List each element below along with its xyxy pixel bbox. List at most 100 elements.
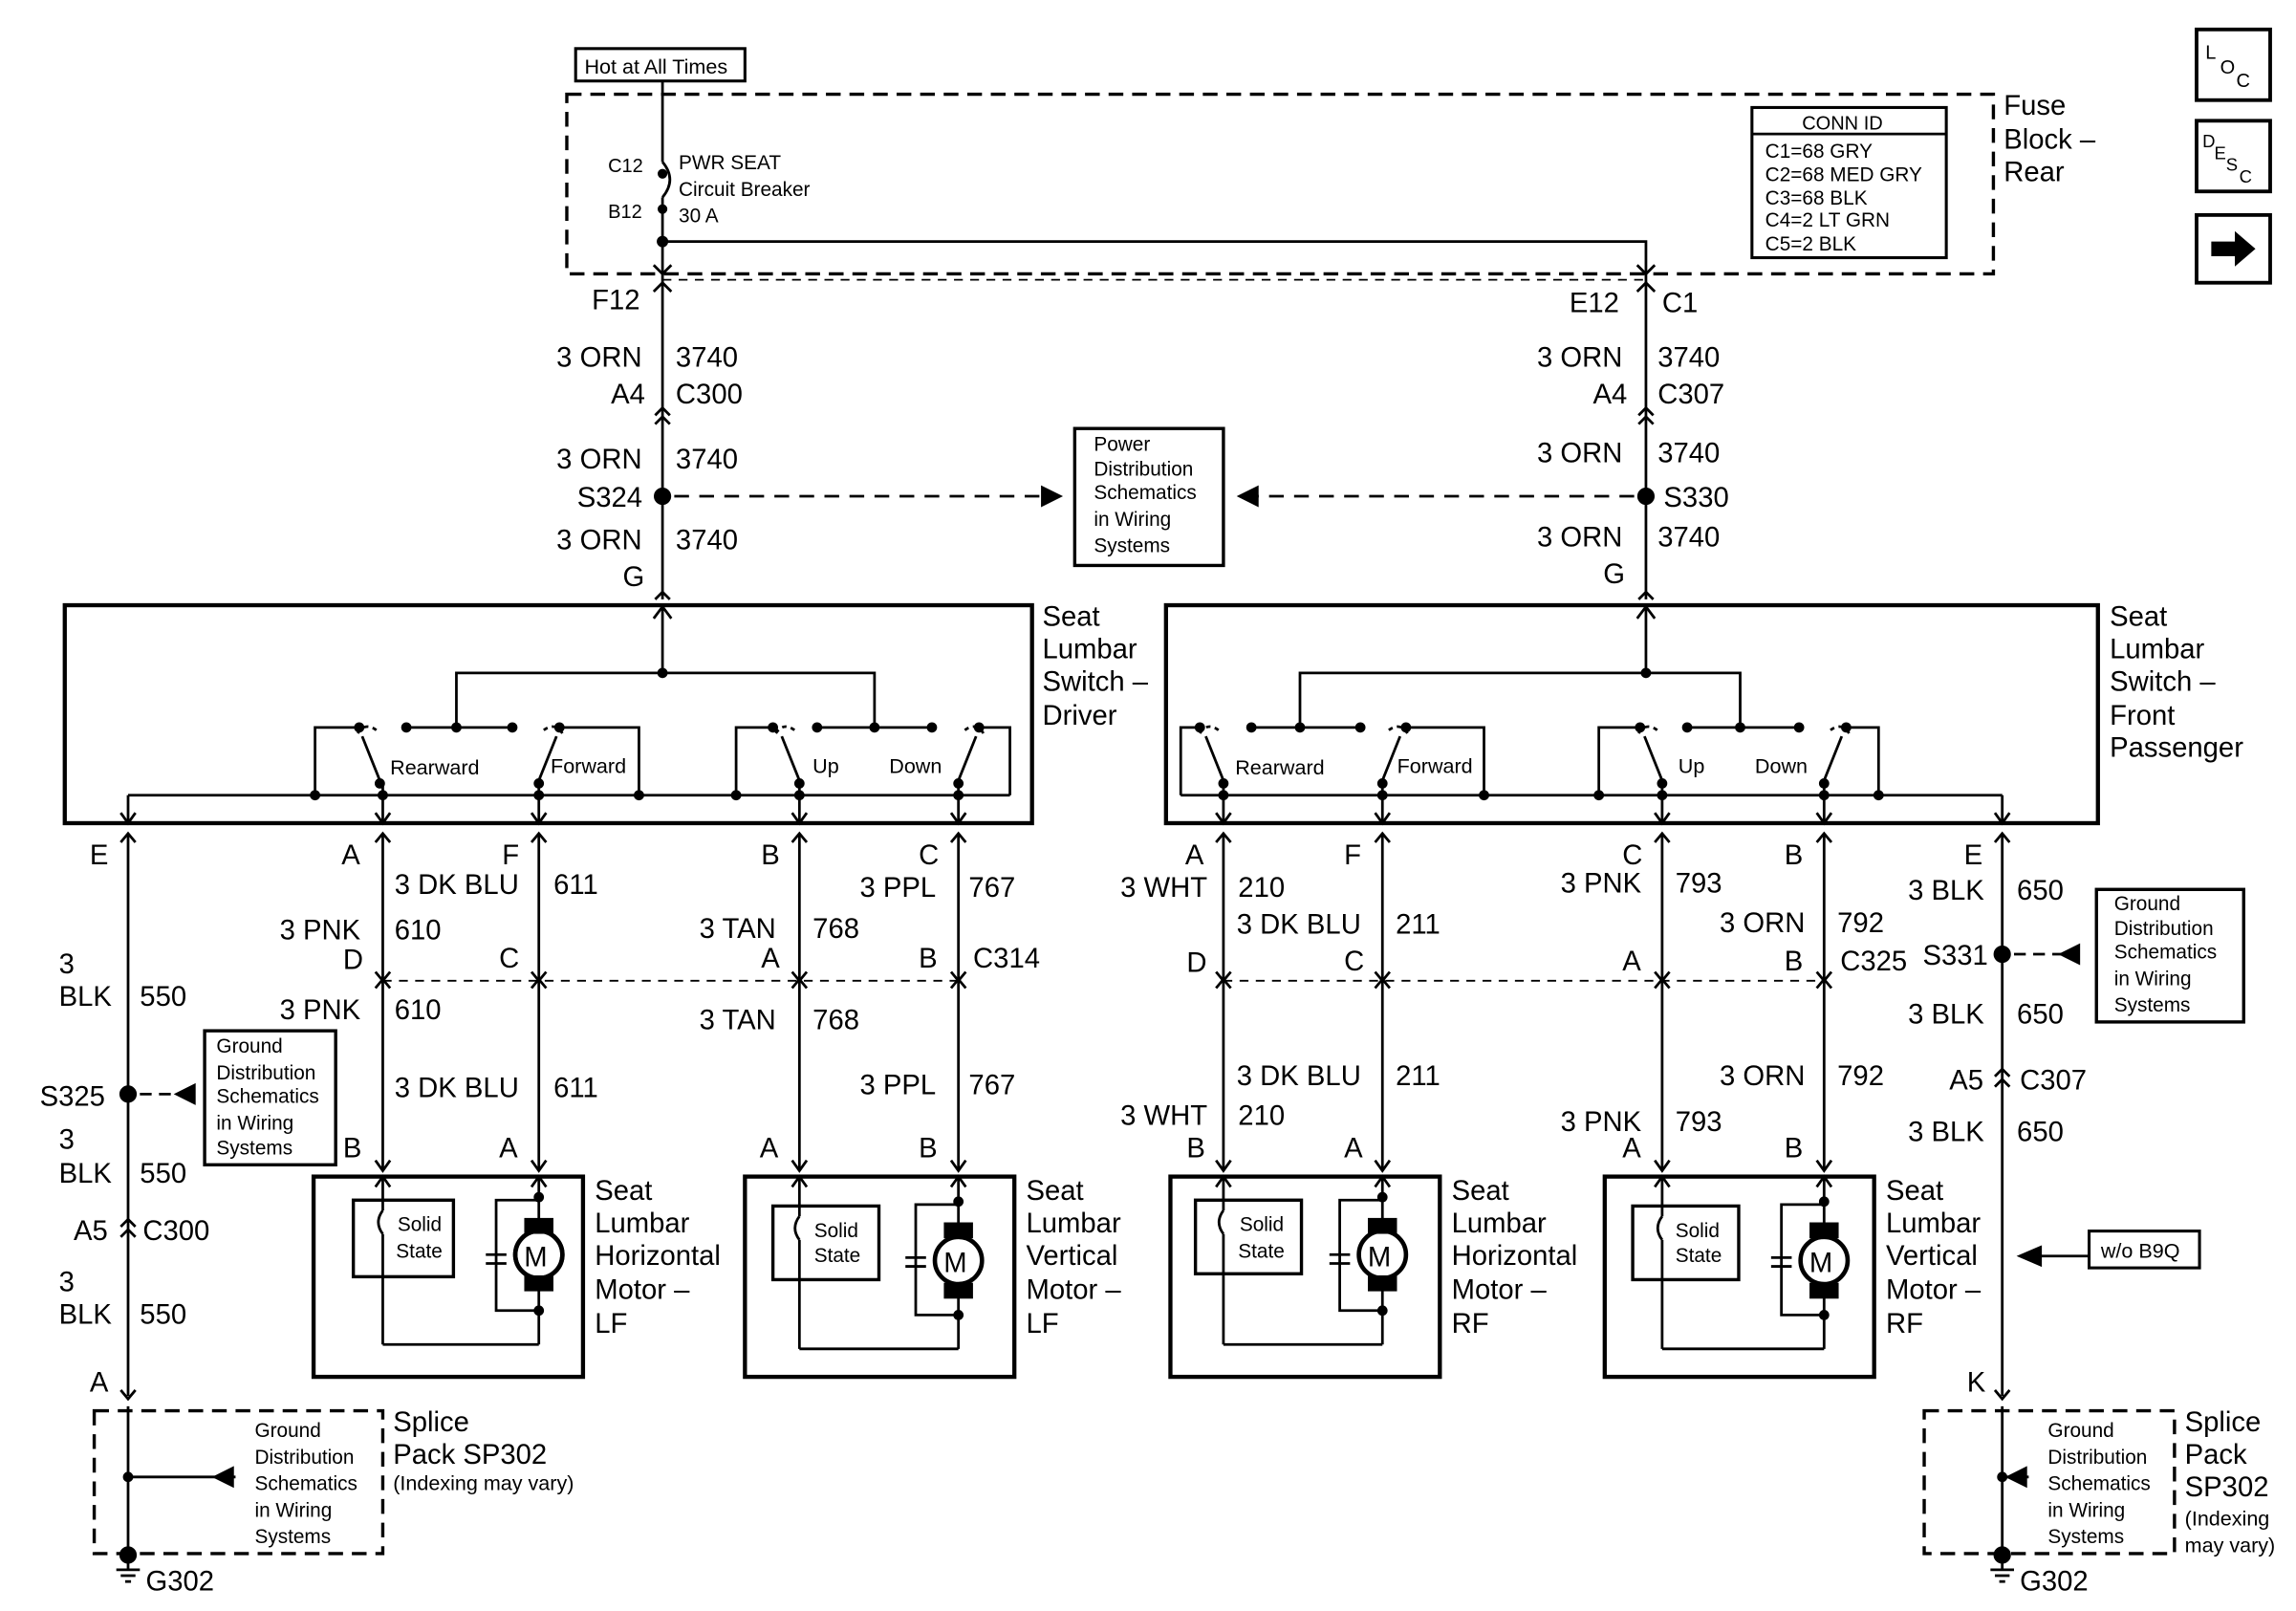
svg-text:550: 550	[140, 1159, 186, 1189]
svg-text:A: A	[90, 1367, 109, 1398]
svg-text:E12: E12	[1570, 289, 1619, 319]
svg-text:Systems: Systems	[254, 1526, 331, 1548]
svg-text:Down: Down	[889, 754, 942, 778]
svg-text:Lumbar: Lumbar	[1452, 1208, 1547, 1239]
svg-text:3 DK BLU: 3 DK BLU	[395, 870, 519, 901]
svg-text:Up: Up	[812, 754, 839, 778]
desc-nav-button[interactable]: D E S C	[2195, 119, 2272, 194]
svg-text:A: A	[499, 1134, 518, 1165]
svg-text:3: 3	[59, 1268, 75, 1298]
svg-text:G: G	[1603, 559, 1625, 590]
svg-text:611: 611	[553, 1073, 598, 1103]
svg-text:3 TAN: 3 TAN	[700, 1006, 776, 1036]
svg-text:3 BLK: 3 BLK	[1908, 1118, 1984, 1148]
motor-lf-vertical: Solid State M Seat Lumbar Vertical Motor…	[743, 1174, 1121, 1380]
svg-text:211: 211	[1396, 909, 1440, 940]
svg-text:RF: RF	[1452, 1309, 1489, 1339]
svg-text:3 DK BLU: 3 DK BLU	[395, 1073, 519, 1103]
svg-text:Splice: Splice	[393, 1407, 469, 1438]
svg-text:3 PNK: 3 PNK	[1561, 868, 1642, 899]
svg-text:3 ORN: 3 ORN	[556, 343, 641, 374]
svg-text:Down: Down	[1755, 754, 1808, 778]
svg-text:C: C	[1622, 840, 1642, 871]
svg-text:Seat: Seat	[1042, 602, 1099, 633]
next-page-arrow-button[interactable]	[2195, 212, 2272, 285]
svg-text:Forward: Forward	[1397, 754, 1473, 778]
svg-text:767: 767	[968, 873, 1015, 903]
svg-text:Block –: Block –	[2004, 125, 2096, 156]
svg-text:Seat: Seat	[1027, 1176, 1084, 1207]
svg-text:Distribution: Distribution	[216, 1062, 315, 1084]
svg-text:State: State	[396, 1240, 443, 1262]
svg-text:F: F	[1344, 840, 1361, 871]
loc-nav-button[interactable]: L O C	[2195, 27, 2272, 102]
svg-text:Fuse: Fuse	[2004, 91, 2066, 121]
svg-text:Pack SP302: Pack SP302	[393, 1440, 547, 1470]
svg-text:Splice: Splice	[2185, 1407, 2262, 1438]
svg-text:Distribution: Distribution	[254, 1447, 354, 1469]
svg-text:A5: A5	[1949, 1066, 1983, 1097]
svg-text:w/o B9Q: w/o B9Q	[2100, 1238, 2180, 1262]
svg-text:3 PPL: 3 PPL	[859, 873, 936, 903]
svg-text:S330: S330	[1663, 483, 1728, 513]
svg-text:Solid: Solid	[1676, 1220, 1720, 1242]
svg-text:State: State	[1238, 1240, 1285, 1262]
svg-text:C3=68 BLK: C3=68 BLK	[1765, 187, 1868, 209]
svg-text:A: A	[761, 944, 780, 974]
seat-lumbar-switch-passenger: Seat Lumbar Switch – Front Passenger	[1163, 602, 2243, 826]
svg-text:C5=2 BLK: C5=2 BLK	[1765, 233, 1856, 255]
svg-text:C: C	[499, 944, 519, 974]
svg-text:3740: 3740	[676, 445, 738, 475]
svg-text:3740: 3740	[676, 525, 738, 555]
svg-text:Systems: Systems	[216, 1138, 292, 1160]
svg-text:Motor –: Motor –	[595, 1274, 690, 1305]
svg-text:650: 650	[2017, 1118, 2064, 1148]
svg-text:210: 210	[1238, 873, 1285, 903]
svg-text:Switch –: Switch –	[1042, 666, 1148, 697]
splice-pack-left: Ground Distribution Schematics in Wiring…	[92, 1405, 574, 1597]
svg-text:3 BLK: 3 BLK	[1908, 999, 1984, 1030]
svg-text:Ground: Ground	[254, 1420, 320, 1442]
svg-text:792: 792	[1837, 908, 1884, 939]
svg-text:M: M	[943, 1249, 966, 1279]
svg-text:S324: S324	[577, 483, 642, 513]
svg-text:S325: S325	[40, 1082, 105, 1113]
svg-text:211: 211	[1396, 1061, 1440, 1092]
svg-text:C300: C300	[142, 1216, 209, 1247]
svg-text:PWR SEAT: PWR SEAT	[679, 152, 781, 174]
svg-text:Rear: Rear	[2004, 157, 2065, 187]
motor-rf-vertical: Solid State M Seat Lumbar Vertical Motor…	[1602, 1174, 1982, 1380]
svg-text:3 BLK: 3 BLK	[1908, 876, 1984, 906]
conn-id-table: CONN ID C1=68 GRY C2=68 MED GRY C3=68 BL…	[1750, 105, 1948, 260]
svg-text:Ground: Ground	[2114, 893, 2180, 915]
svg-text:in Wiring: in Wiring	[2047, 1499, 2125, 1521]
svg-text:A: A	[1344, 1134, 1363, 1165]
svg-text:Schematics: Schematics	[2114, 942, 2217, 964]
svg-text:Rearward: Rearward	[1235, 755, 1324, 779]
svg-text:Schematics: Schematics	[254, 1473, 357, 1495]
svg-text:Ground: Ground	[216, 1035, 282, 1057]
svg-text:C307: C307	[2020, 1066, 2087, 1097]
svg-text:C1: C1	[1662, 289, 1698, 319]
svg-text:Power: Power	[1094, 433, 1150, 455]
svg-text:D: D	[2202, 131, 2215, 151]
svg-text:Circuit Breaker: Circuit Breaker	[679, 179, 811, 201]
svg-text:793: 793	[1676, 868, 1722, 899]
svg-text:in Wiring: in Wiring	[1094, 509, 1171, 531]
ground-distribution-reference-s325: Ground Distribution Schematics in Wiring…	[203, 1029, 337, 1166]
svg-text:G: G	[623, 562, 645, 593]
svg-text:B12: B12	[608, 202, 642, 223]
svg-text:Seat: Seat	[595, 1176, 652, 1207]
svg-text:RF: RF	[1886, 1309, 1923, 1339]
svg-text:C: C	[919, 840, 939, 871]
svg-text:Schematics: Schematics	[1094, 482, 1196, 504]
svg-text:C: C	[1344, 947, 1364, 977]
svg-text:3740: 3740	[1657, 343, 1720, 374]
svg-text:G302: G302	[145, 1566, 214, 1597]
svg-text:Seat: Seat	[2110, 602, 2167, 633]
svg-text:768: 768	[812, 1006, 859, 1036]
svg-text:3740: 3740	[1657, 522, 1720, 553]
svg-text:E: E	[1964, 840, 1983, 871]
svg-text:Motor –: Motor –	[1452, 1274, 1548, 1305]
svg-text:M: M	[1809, 1249, 1832, 1279]
